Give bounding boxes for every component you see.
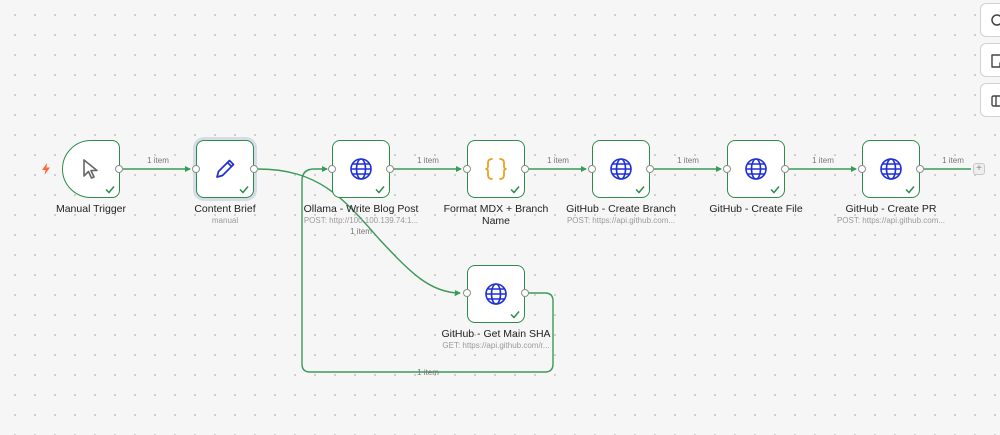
cursor-icon [80,158,102,180]
globe-icon [349,157,373,181]
panel-icon [990,93,1000,109]
node-label: GitHub - Create Branch [566,203,676,215]
success-check-icon [905,185,915,194]
node-github-create-branch[interactable] [592,140,650,198]
add-node-button[interactable]: + [973,163,985,175]
globe-icon [879,157,903,181]
input-handle[interactable] [723,165,731,173]
input-handle[interactable] [192,165,200,173]
sticky-note-button[interactable] [980,43,1000,77]
node-subtitle: GET: https://api.github.com/r... [442,341,550,350]
node-label: Content Brief [194,203,256,215]
output-handle[interactable] [521,289,529,297]
node-subtitle: POST: http://100.100.139.74:1... [303,216,419,225]
node-content-brief[interactable] [196,140,254,198]
success-check-icon [375,185,385,194]
node-manual-trigger[interactable] [62,140,120,198]
edge-label: 1 item [547,156,569,165]
edge-label: 1 item [147,156,169,165]
edge-label: 1 item [417,156,439,165]
node-label: GitHub - Get Main SHA [441,328,551,340]
input-handle[interactable] [463,165,471,173]
output-handle[interactable] [386,165,394,173]
output-handle[interactable] [781,165,789,173]
lightning-bolt-icon [41,163,51,175]
node-label: Format MDX + Branch Name [443,203,549,227]
success-check-icon [105,185,115,194]
success-check-icon [510,185,520,194]
node-label: GitHub - Create PR [845,203,937,215]
sticky-note-icon [990,53,1000,69]
globe-icon [484,282,508,306]
zoom-icon [990,13,1000,29]
zoom-button[interactable] [980,3,1000,37]
node-label: Ollama - Write Blog Post [303,203,419,215]
input-handle[interactable] [463,289,471,297]
success-check-icon [635,185,645,194]
input-handle[interactable] [328,165,336,173]
panel-toggle-button[interactable] [980,83,1000,117]
success-check-icon [239,185,249,194]
globe-icon [744,157,768,181]
output-handle[interactable] [250,165,258,173]
node-ollama-write-blog-post[interactable] [332,140,390,198]
node-label: Manual Trigger [55,203,127,215]
output-handle[interactable] [916,165,924,173]
node-subtitle: POST: https://api.github.com... [566,216,676,225]
braces-icon [483,157,509,181]
edge-label: 1 item [350,227,372,236]
edge-get-sha-to-ollama [301,166,554,373]
output-handle[interactable] [521,165,529,173]
success-check-icon [510,310,520,319]
edge-label: 1 item [942,156,964,165]
node-format-mdx[interactable] [467,140,525,198]
input-handle[interactable] [588,165,596,173]
node-github-create-file[interactable] [727,140,785,198]
node-github-create-pr[interactable] [862,140,920,198]
success-check-icon [770,185,780,194]
edge-label: 1 item [417,368,439,377]
node-label: GitHub - Create File [709,203,803,215]
globe-icon [609,157,633,181]
node-github-get-main-sha[interactable] [467,265,525,323]
edge-label: 1 item [812,156,834,165]
node-subtitle: manual [211,216,239,225]
output-handle[interactable] [646,165,654,173]
edge-label: 1 item [677,156,699,165]
output-handle[interactable] [115,165,123,173]
input-handle[interactable] [858,165,866,173]
node-subtitle: POST: https://api.github.com... [836,216,946,225]
pencil-icon [213,157,237,181]
